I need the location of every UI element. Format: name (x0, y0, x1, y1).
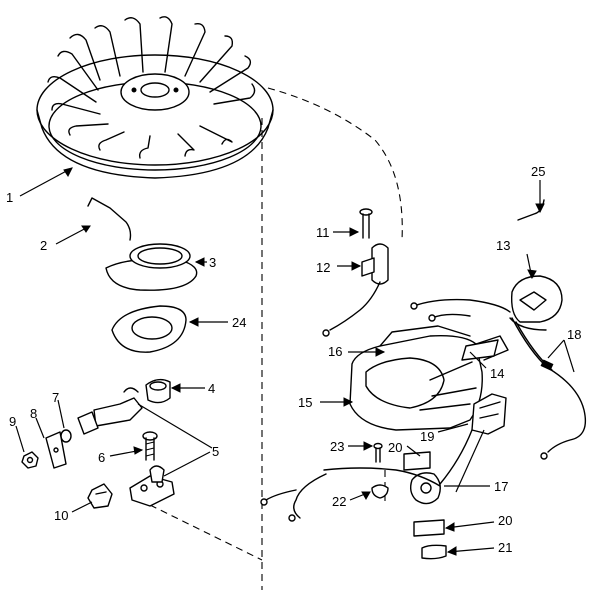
condenser (322, 243, 389, 337)
callout-6: 6 (98, 450, 105, 465)
callout-labels: 1 2 3 4 5 6 7 8 9 10 11 12 13 14 15 16 1… (6, 164, 581, 555)
callout-17: 17 (494, 479, 508, 494)
callout-11: 11 (316, 225, 330, 240)
callout-12: 12 (316, 260, 330, 275)
wire-spring (87, 197, 132, 241)
callout-14: 14 (490, 366, 504, 381)
callout-9: 9 (9, 414, 16, 429)
callout-4: 4 (208, 381, 215, 396)
terminal-hardware (21, 429, 72, 469)
callout-19: 19 (420, 429, 434, 444)
callout-8: 8 (30, 406, 37, 421)
condenser-screw (359, 208, 373, 239)
terminal-plate (461, 339, 499, 361)
callout-13: 13 (496, 238, 510, 253)
air-vane-ring (105, 243, 198, 291)
callout-7: 7 (52, 390, 59, 405)
armature-bracket (349, 298, 511, 431)
breaker-box (409, 393, 507, 505)
callout-2: 2 (40, 238, 47, 253)
callout-1: 1 (6, 190, 13, 205)
callout-20-top: 20 (388, 440, 402, 455)
gasket (111, 305, 187, 353)
cam-plate (129, 465, 175, 507)
leader-arrowheads (63, 167, 545, 556)
callout-18: 18 (567, 327, 581, 342)
callout-3: 3 (209, 255, 216, 270)
callout-22: 22 (332, 494, 346, 509)
clip (87, 483, 113, 509)
breaker-points (77, 378, 171, 435)
callout-23: 23 (330, 439, 344, 454)
callout-5: 5 (212, 444, 219, 459)
callout-25: 25 (531, 164, 545, 179)
ignition-coil (509, 275, 563, 331)
callout-21: 21 (498, 540, 512, 555)
screw (142, 431, 158, 461)
spark-plug-lead (511, 317, 587, 460)
callout-10: 10 (54, 508, 68, 523)
callout-16: 16 (328, 344, 342, 359)
ground-wire (260, 467, 441, 522)
callout-15: 15 (298, 395, 312, 410)
callout-20-bottom: 20 (498, 513, 512, 528)
small-hardware (371, 442, 447, 560)
flywheel (36, 16, 274, 179)
callout-24: 24 (232, 315, 246, 330)
